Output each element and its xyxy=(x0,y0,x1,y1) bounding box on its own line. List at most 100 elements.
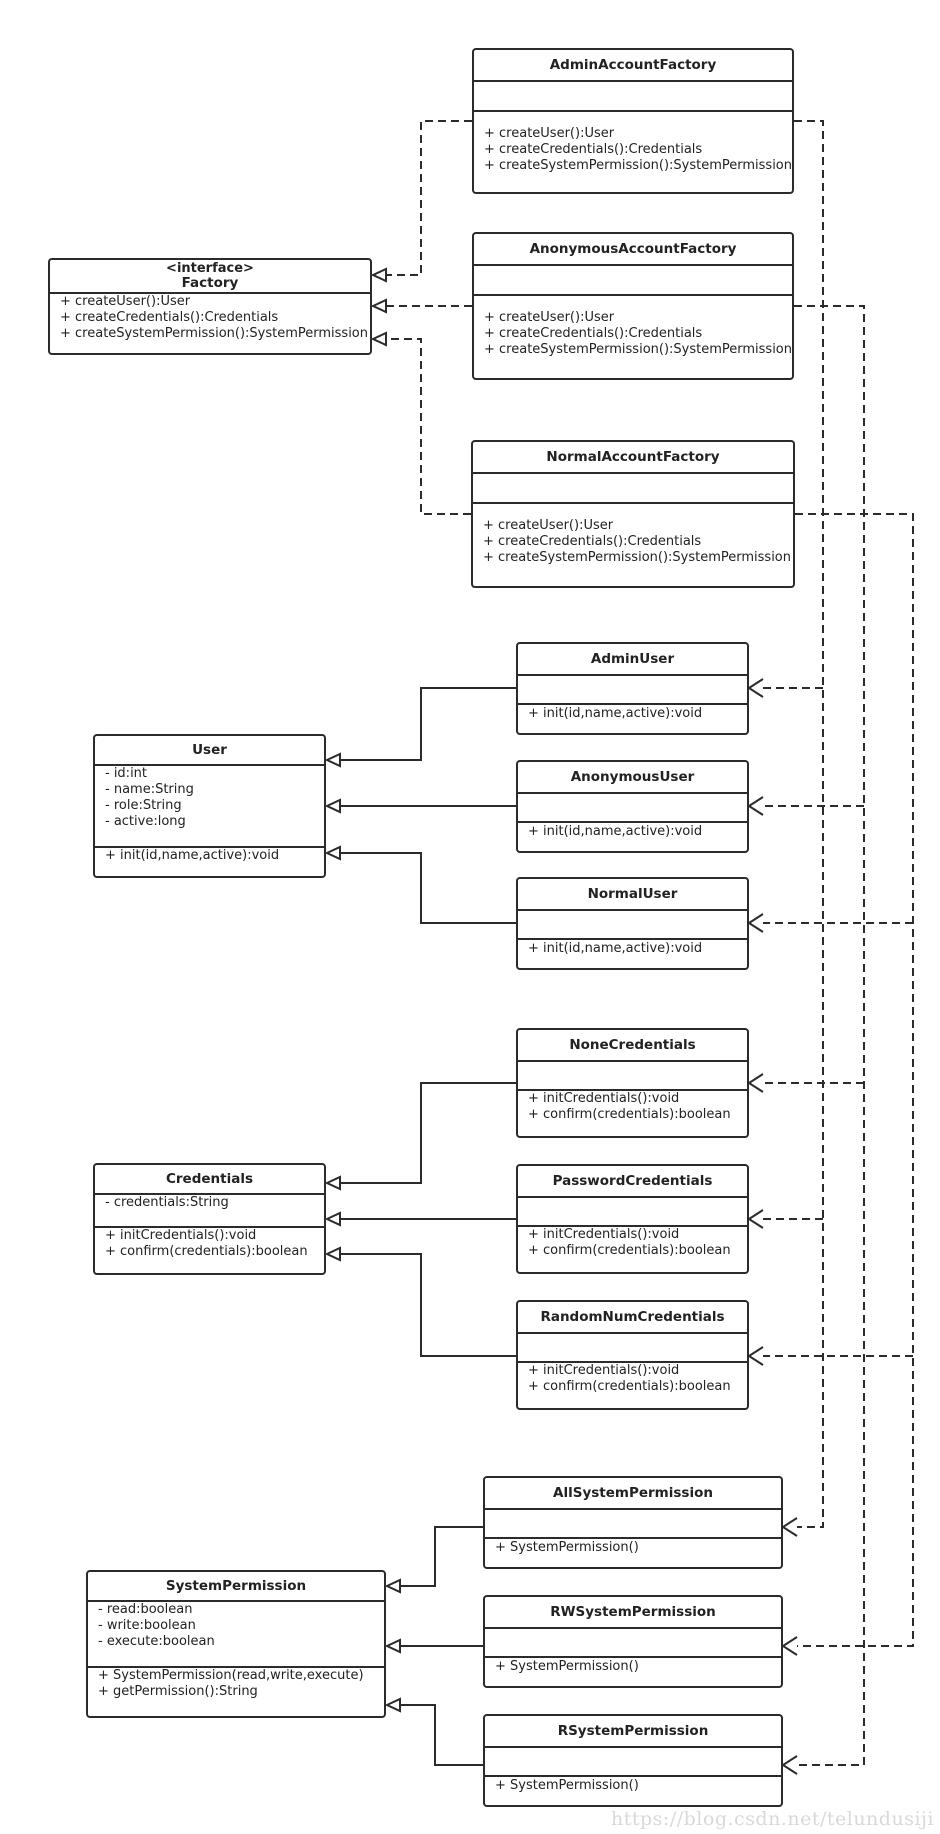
attribute-list: - read:boolean - write:boolean - execute… xyxy=(88,1602,384,1650)
section-divider xyxy=(518,1225,747,1227)
method-item: + createCredentials():Credentials xyxy=(484,142,703,157)
class-name: RSystemPermission xyxy=(557,1722,709,1739)
section-divider xyxy=(95,846,324,848)
dependency-arrowhead xyxy=(747,1073,764,1093)
class-normal-user[interactable]: NormalUser + init(id,name,active):void xyxy=(516,877,749,970)
method-item: + createSystemPermission():SystemPermiss… xyxy=(484,158,793,173)
class-name: AllSystemPermission xyxy=(553,1484,713,1501)
realization-line-normal-factory xyxy=(387,338,471,515)
class-credentials[interactable]: Credentials - credentials:String + initC… xyxy=(93,1163,326,1275)
method-list: + SystemPermission() xyxy=(485,1659,781,1675)
method-item: + createUser():User xyxy=(483,518,614,533)
dependency-arrowhead xyxy=(747,678,764,698)
attribute-item: - execute:boolean xyxy=(98,1634,215,1649)
method-item: + createUser():User xyxy=(484,126,615,141)
method-item: + createSystemPermission():SystemPermiss… xyxy=(484,342,793,357)
class-name: RandomNumCredentials xyxy=(540,1308,725,1325)
dependency-bus-anonymous-factory xyxy=(794,305,865,1766)
method-item: + SystemPermission(read,write,execute) xyxy=(98,1668,364,1683)
class-all-system-permission[interactable]: AllSystemPermission + SystemPermission() xyxy=(483,1476,783,1569)
class-name: NormalAccountFactory xyxy=(546,448,720,465)
watermark-text: https://blog.csdn.net/telundusiji xyxy=(611,1808,934,1830)
class-name: NormalUser xyxy=(587,885,678,902)
attribute-item: - read:boolean xyxy=(98,1602,193,1617)
class-anonymous-user[interactable]: AnonymousUser + init(id,name,active):voi… xyxy=(516,760,749,853)
section-divider xyxy=(518,1089,747,1091)
class-name: AnonymousUser xyxy=(570,768,695,785)
generalization-arrowhead xyxy=(324,752,341,768)
class-system-permission[interactable]: SystemPermission - read:boolean - write:… xyxy=(86,1570,386,1718)
class-factory[interactable]: <interface> Factory + createUser():User … xyxy=(48,258,372,355)
method-list: + initCredentials():void + confirm(crede… xyxy=(95,1228,324,1260)
generalization-arrowhead xyxy=(384,1638,401,1654)
section-divider xyxy=(485,1775,781,1777)
class-name: RWSystemPermission xyxy=(550,1603,716,1620)
section-divider xyxy=(518,821,747,823)
class-normal-account-factory[interactable]: NormalAccountFactory + createUser():User… xyxy=(471,440,795,588)
method-list: + init(id,name,active):void xyxy=(518,941,747,957)
generalization-arrowhead xyxy=(324,1246,341,1262)
class-name: SystemPermission xyxy=(165,1577,307,1594)
generalization-arrowhead xyxy=(384,1697,401,1713)
method-item: + createUser():User xyxy=(484,310,615,325)
class-r-system-permission[interactable]: RSystemPermission + SystemPermission() xyxy=(483,1714,783,1807)
method-item: + init(id,name,active):void xyxy=(528,706,703,721)
method-item: + SystemPermission() xyxy=(495,1540,639,1555)
class-none-credentials[interactable]: NoneCredentials + initCredentials():void… xyxy=(516,1028,749,1138)
method-list: + initCredentials():void + confirm(crede… xyxy=(518,1363,747,1395)
class-anonymous-account-factory[interactable]: AnonymousAccountFactory + createUser():U… xyxy=(472,232,794,380)
method-item: + initCredentials():void xyxy=(528,1363,680,1378)
method-item: + SystemPermission() xyxy=(495,1778,639,1793)
method-item: + createCredentials():Credentials xyxy=(484,326,703,341)
class-name: Credentials xyxy=(165,1170,253,1187)
section-divider xyxy=(518,1361,747,1363)
dependency-bus-normal-factory xyxy=(795,513,914,1647)
section-divider xyxy=(474,110,792,112)
generalization-arrowhead xyxy=(324,798,341,814)
class-user[interactable]: User - id:int - name:String - role:Strin… xyxy=(93,734,326,878)
class-name: User xyxy=(192,741,227,758)
attribute-item: - write:boolean xyxy=(98,1618,196,1633)
class-name: NoneCredentials xyxy=(569,1036,696,1053)
section-divider xyxy=(485,1656,781,1658)
method-item: + createSystemPermission():SystemPermiss… xyxy=(483,550,792,565)
class-admin-account-factory[interactable]: AdminAccountFactory + createUser():User … xyxy=(472,48,794,194)
stereotype-label: <interface> xyxy=(166,261,254,276)
class-name: AnonymousAccountFactory xyxy=(529,240,737,257)
class-name: AdminAccountFactory xyxy=(549,56,717,73)
class-admin-user[interactable]: AdminUser + init(id,name,active):void xyxy=(516,642,749,735)
method-item: + init(id,name,active):void xyxy=(528,941,703,956)
class-rw-system-permission[interactable]: RWSystemPermission + SystemPermission() xyxy=(483,1595,783,1688)
generalization-arrowhead xyxy=(324,1175,341,1191)
method-list: + init(id,name,active):void xyxy=(518,706,747,722)
method-item: + initCredentials():void xyxy=(105,1228,257,1243)
generalization-line-random-credentials xyxy=(340,1253,516,1357)
method-item: + SystemPermission() xyxy=(495,1659,639,1674)
realization-arrowhead xyxy=(370,298,387,314)
dependency-arrowhead xyxy=(747,1346,764,1366)
dependency-arrowhead xyxy=(781,1636,798,1656)
realization-line-admin-factory xyxy=(387,120,472,276)
section-divider xyxy=(485,1537,781,1539)
method-item: + createUser():User xyxy=(60,294,191,309)
section-divider xyxy=(473,502,793,504)
attribute-list: - id:int - name:String - role:String - a… xyxy=(95,766,324,830)
class-random-num-credentials[interactable]: RandomNumCredentials + initCredentials()… xyxy=(516,1300,749,1410)
method-item: + createSystemPermission():SystemPermiss… xyxy=(60,326,369,341)
attribute-item: - id:int xyxy=(105,766,148,781)
dependency-arrowhead xyxy=(747,913,764,933)
generalization-arrowhead xyxy=(324,845,341,861)
dependency-bus-admin-factory xyxy=(794,120,824,1528)
generalization-line-all-permission xyxy=(400,1526,483,1587)
generalization-line-admin-user xyxy=(340,687,516,761)
attribute-item: - credentials:String xyxy=(105,1195,229,1210)
section-divider xyxy=(88,1666,384,1668)
method-item: + confirm(credentials):boolean xyxy=(528,1107,731,1122)
class-name: AdminUser xyxy=(590,650,675,667)
method-list: + SystemPermission() xyxy=(485,1778,781,1794)
method-item: + initCredentials():void xyxy=(528,1227,680,1242)
class-password-credentials[interactable]: PasswordCredentials + initCredentials():… xyxy=(516,1164,749,1274)
section-divider xyxy=(95,1226,324,1228)
realization-arrowhead xyxy=(370,267,387,283)
